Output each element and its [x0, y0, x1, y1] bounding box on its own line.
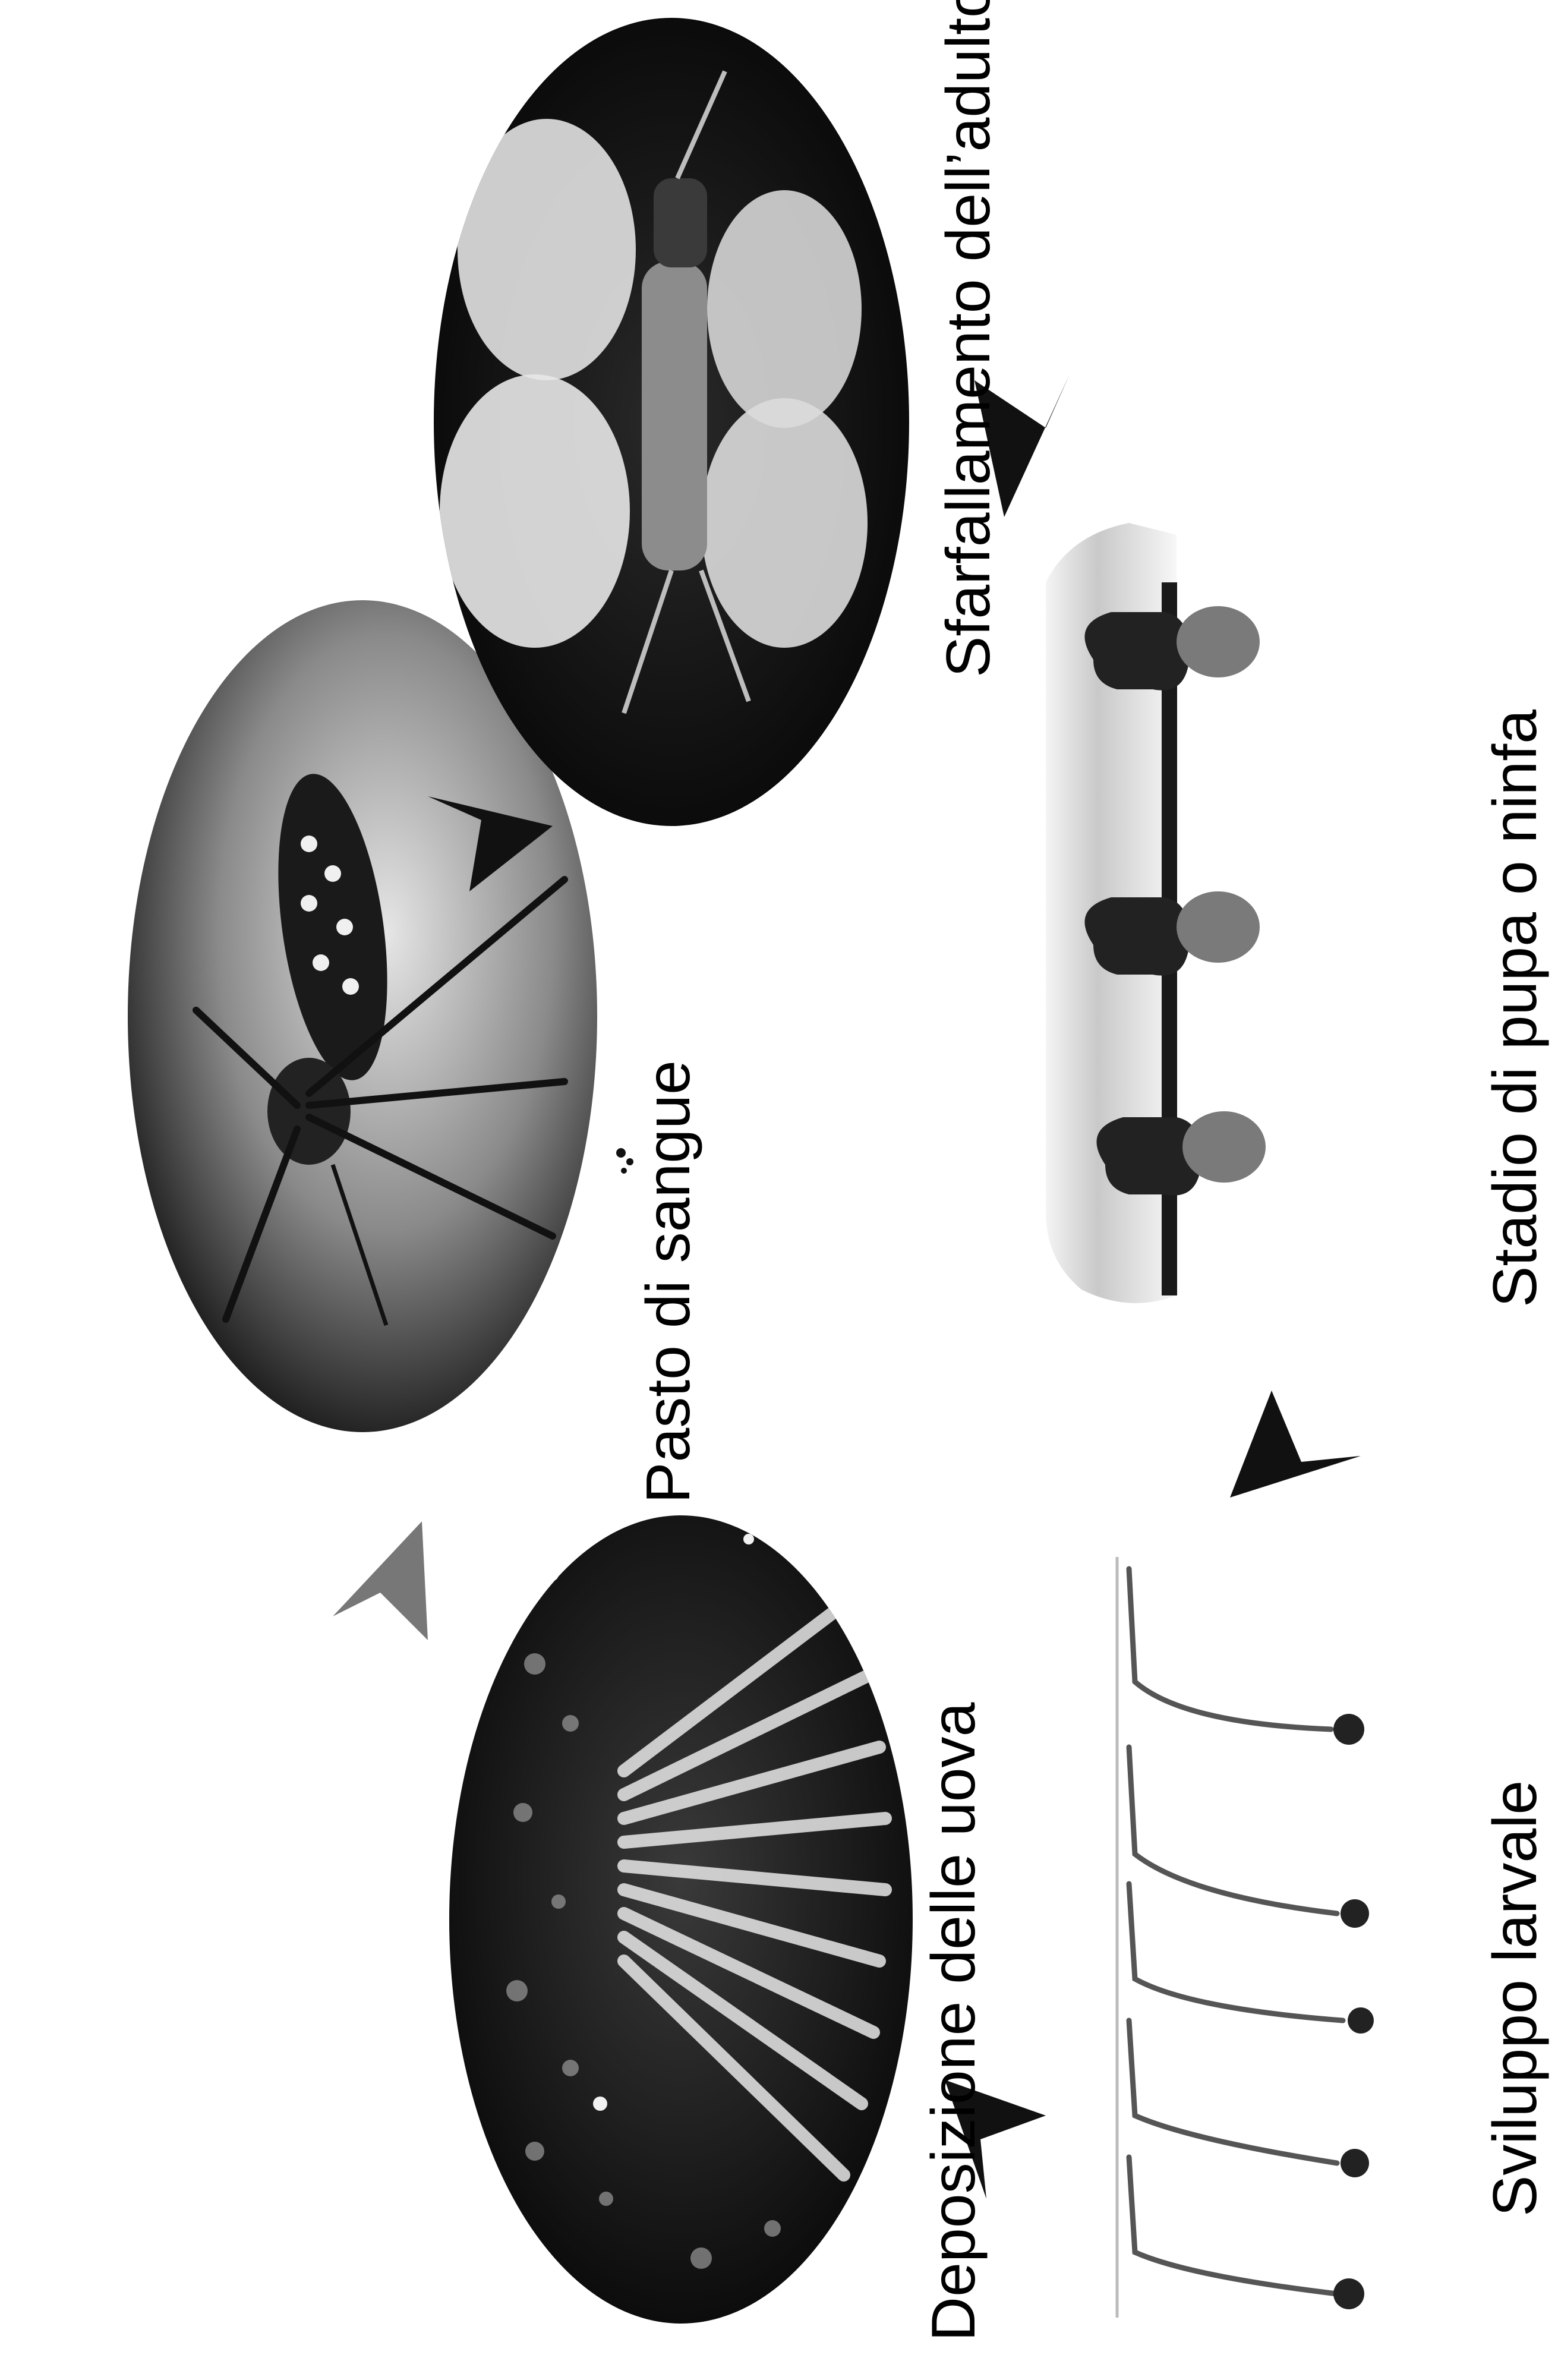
- arrow-larvae-to-pupa: [1230, 1391, 1361, 1498]
- pupa-stage-photo: [1046, 523, 1266, 1303]
- label-larval-development: Sviluppo larvale: [1481, 1780, 1550, 2217]
- larval-development-photo: [1117, 1557, 1374, 2318]
- label-blood-meal: Pasto di sangue: [634, 1060, 703, 1503]
- arrow-blood-to-eggs: [333, 1521, 428, 1640]
- label-pupa-stage: Stadio di pupa o ninfa: [1481, 710, 1550, 1307]
- speck-marks: [616, 1148, 633, 1174]
- label-adult-emergence: Sfarfallamento dell’adulto: [934, 0, 1003, 677]
- egg-laying-photo: [449, 1515, 913, 2324]
- label-egg-laying: Deposizione delle uova: [919, 1702, 988, 2341]
- adult-emergence-photo: [434, 18, 909, 826]
